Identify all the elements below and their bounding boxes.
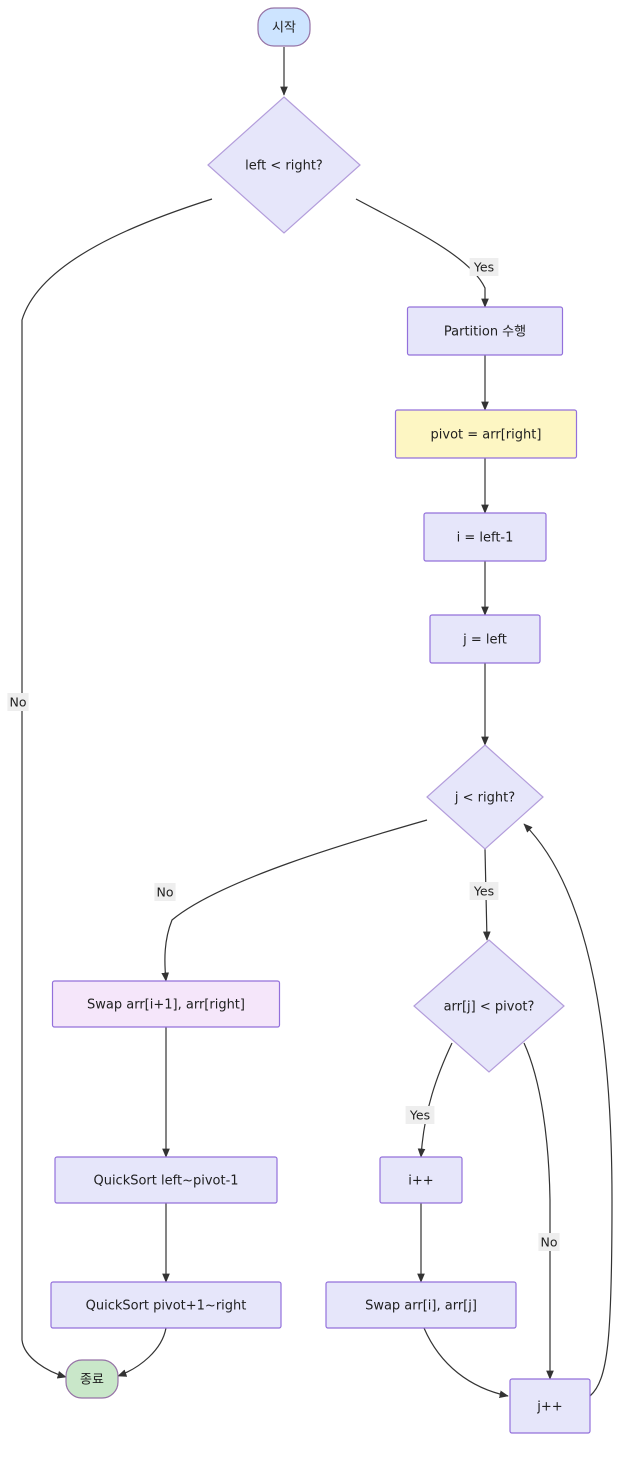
node-shape-start <box>257 7 311 47</box>
edge-label-cond_ap-yes: Yes <box>405 1106 435 1124</box>
edge-label-text: Yes <box>473 260 494 275</box>
node-qs_left[interactable]: QuickSort left~pivot-1 <box>54 1156 278 1204</box>
node-cond_lr[interactable]: left < right? <box>207 96 361 234</box>
node-shape-cond_lr <box>207 96 361 234</box>
edge-label-cond_jr-yes: Yes <box>469 882 499 900</box>
node-swap_ij[interactable]: Swap arr[i], arr[j] <box>325 1281 517 1329</box>
edge-cond_ap-to-j_inc <box>523 1042 554 1380</box>
node-j_inc[interactable]: j++ <box>509 1378 591 1434</box>
edge-cond_lr-to-partition <box>355 198 489 308</box>
edge-label-chip <box>538 1233 560 1251</box>
node-shape-qs_left <box>54 1156 278 1204</box>
node-start[interactable]: 시작 <box>257 7 311 47</box>
node-qs_right[interactable]: QuickSort pivot+1~right <box>50 1281 282 1329</box>
edge-j_inc-to-cond_jr <box>523 823 613 1397</box>
edge-label-chip <box>469 258 499 276</box>
node-label-start: 시작 <box>272 21 296 36</box>
edge-label-chip <box>405 1106 435 1124</box>
node-shape-i_inc <box>379 1156 463 1204</box>
node-label-swap_ij: Swap arr[i], arr[j] <box>365 1299 477 1314</box>
node-label-pivot: pivot = arr[right] <box>431 428 542 443</box>
node-label-i_inc: i++ <box>408 1174 433 1189</box>
node-label-cond_ap: arr[j] < pivot? <box>444 1000 535 1015</box>
edge-label-text: No <box>10 695 27 710</box>
node-i_init[interactable]: i = left-1 <box>423 512 547 562</box>
edge-cond_lr-to-end <box>21 198 213 1379</box>
node-partition[interactable]: Partition 수행 <box>406 306 564 356</box>
node-shape-j_inc <box>509 1378 591 1434</box>
node-label-i_init: i = left-1 <box>457 531 514 546</box>
node-label-qs_left: QuickSort left~pivot-1 <box>93 1174 238 1189</box>
node-j_init[interactable]: j = left <box>429 614 541 664</box>
node-label-swap_right: Swap arr[i+1], arr[right] <box>87 998 245 1013</box>
nodes-layer: 시작 left < right? Partition 수행 pivot = arr[r… <box>50 7 591 1434</box>
node-pivot[interactable]: pivot = arr[right] <box>394 409 578 459</box>
edge-label-chip <box>154 883 176 901</box>
node-end[interactable]: 종료 <box>65 1359 119 1399</box>
edge-swap_ij-to-j_inc <box>423 1327 509 1399</box>
node-shape-cond_jr <box>426 744 544 850</box>
edge-cond_jr-to-swap_right <box>161 819 428 982</box>
node-label-end: 종료 <box>80 1373 104 1388</box>
node-label-qs_right: QuickSort pivot+1~right <box>86 1299 247 1314</box>
edge-label-text: No <box>157 885 174 900</box>
edge-cond_ap-to-i_inc <box>417 1042 453 1158</box>
node-shape-pivot <box>394 409 578 459</box>
edge-label-cond_lr-no: No <box>7 693 29 711</box>
edge-label-chip <box>7 693 29 711</box>
node-shape-swap_right <box>51 980 281 1028</box>
node-shape-cond_ap <box>413 939 565 1073</box>
edges-layer <box>21 47 613 1399</box>
node-i_inc[interactable]: i++ <box>379 1156 463 1204</box>
node-cond_jr[interactable]: j < right? <box>426 744 544 850</box>
node-cond_ap[interactable]: arr[j] < pivot? <box>413 939 565 1073</box>
edge-label-cond_lr-yes: Yes <box>469 258 499 276</box>
edge-label-text: No <box>541 1235 558 1250</box>
node-shape-partition <box>406 306 564 356</box>
node-shape-j_init <box>429 614 541 664</box>
node-label-cond_lr: left < right? <box>245 159 323 174</box>
node-shape-qs_right <box>50 1281 282 1329</box>
edge-label-text: Yes <box>409 1108 430 1123</box>
node-label-partition: Partition 수행 <box>444 324 526 340</box>
edge-qs_right-to-end <box>117 1327 167 1377</box>
node-shape-i_init <box>423 512 547 562</box>
node-label-cond_jr: j < right? <box>454 791 515 806</box>
node-shape-swap_ij <box>325 1281 517 1329</box>
node-label-j_inc: j++ <box>536 1400 562 1415</box>
edge-label-cond_jr-no: No <box>154 883 176 901</box>
node-swap_right[interactable]: Swap arr[i+1], arr[right] <box>51 980 281 1028</box>
node-label-j_init: j = left <box>462 633 507 648</box>
edge-label-text: Yes <box>473 884 494 899</box>
edge-label-cond_ap-no: No <box>538 1233 560 1251</box>
edge-label-chip <box>469 882 499 900</box>
node-shape-end <box>65 1359 119 1399</box>
